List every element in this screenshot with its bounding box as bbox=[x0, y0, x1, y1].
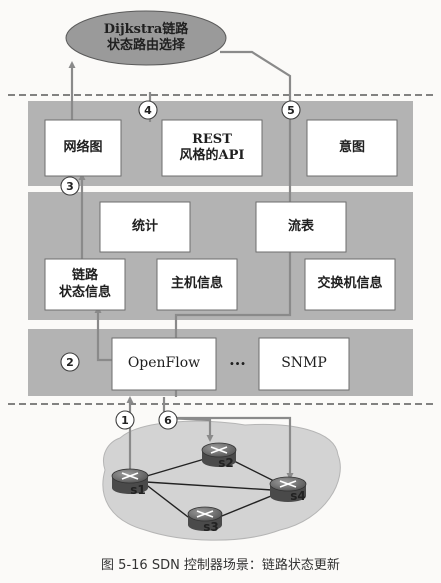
step-4-number: 4 bbox=[144, 103, 152, 117]
switch-s4-icon[interactable] bbox=[269, 476, 307, 502]
snmp-label: SNMP bbox=[281, 355, 327, 372]
step-6-badge bbox=[158, 410, 178, 430]
southbound-ellipsis: ··· bbox=[229, 354, 246, 373]
step-6-number: 6 bbox=[164, 413, 172, 427]
link-state-info-box bbox=[44, 258, 126, 311]
intent-box bbox=[306, 119, 398, 177]
step-5-badge bbox=[281, 100, 301, 120]
arrow-step-2 bbox=[94, 306, 112, 362]
arrow-step-5 bbox=[174, 50, 292, 397]
openflow-label: OpenFlow bbox=[127, 355, 201, 372]
switch-s2-label: s2 bbox=[218, 456, 234, 470]
flow-tables-box bbox=[255, 201, 347, 253]
link-s1-s3 bbox=[139, 479, 193, 521]
step-1-number: 1 bbox=[121, 413, 129, 427]
step-5-number: 5 bbox=[287, 103, 295, 117]
switch-s1-label: s1 bbox=[130, 483, 146, 497]
link-s1-s2 bbox=[139, 457, 209, 479]
statistics-box bbox=[99, 201, 191, 253]
switch-s4-label: s4 bbox=[290, 489, 306, 503]
link-state-info-label: 链路 状态信息 bbox=[58, 268, 111, 300]
dijkstra-app-ellipse[interactable] bbox=[65, 10, 227, 66]
statistics-label: 统计 bbox=[131, 218, 158, 234]
switch-s1-icon[interactable] bbox=[111, 468, 149, 494]
switch-s3-label: s3 bbox=[203, 520, 219, 534]
rest-api-box bbox=[161, 119, 263, 177]
rest-api-label: REST 风格的API bbox=[179, 131, 245, 163]
switch-s3-icon[interactable] bbox=[187, 506, 223, 531]
network-cloud bbox=[102, 420, 341, 541]
dijkstra-app-label: Dijkstra链路 状态路由选择 bbox=[103, 21, 189, 53]
snmp-box bbox=[258, 337, 350, 391]
openflow-box bbox=[111, 337, 217, 391]
step-3-badge bbox=[60, 176, 80, 196]
step-4-badge bbox=[138, 100, 158, 120]
switch-info-label: 交换机信息 bbox=[317, 276, 383, 292]
flow-tables-label: 流表 bbox=[287, 218, 314, 234]
link-s2-s4 bbox=[231, 459, 281, 485]
step-3-number: 3 bbox=[66, 179, 74, 193]
figure-caption: 图 5-16 SDN 控制器场景：链路状态更新 bbox=[101, 558, 340, 573]
host-info-label: 主机信息 bbox=[170, 276, 223, 292]
step-2-number: 2 bbox=[66, 355, 74, 369]
step-2-badge bbox=[60, 352, 80, 372]
step-1-badge bbox=[115, 410, 135, 430]
link-s3-s4 bbox=[211, 493, 277, 521]
network-graph-box bbox=[44, 119, 122, 177]
switch-info-box bbox=[304, 258, 396, 311]
intent-label: 意图 bbox=[338, 139, 365, 155]
network-graph-label: 网络图 bbox=[63, 139, 103, 155]
arrow-step-6b bbox=[164, 416, 294, 480]
switch-s2-icon[interactable] bbox=[201, 442, 237, 467]
link-s1-s4 bbox=[145, 481, 273, 491]
host-info-box bbox=[156, 258, 238, 311]
